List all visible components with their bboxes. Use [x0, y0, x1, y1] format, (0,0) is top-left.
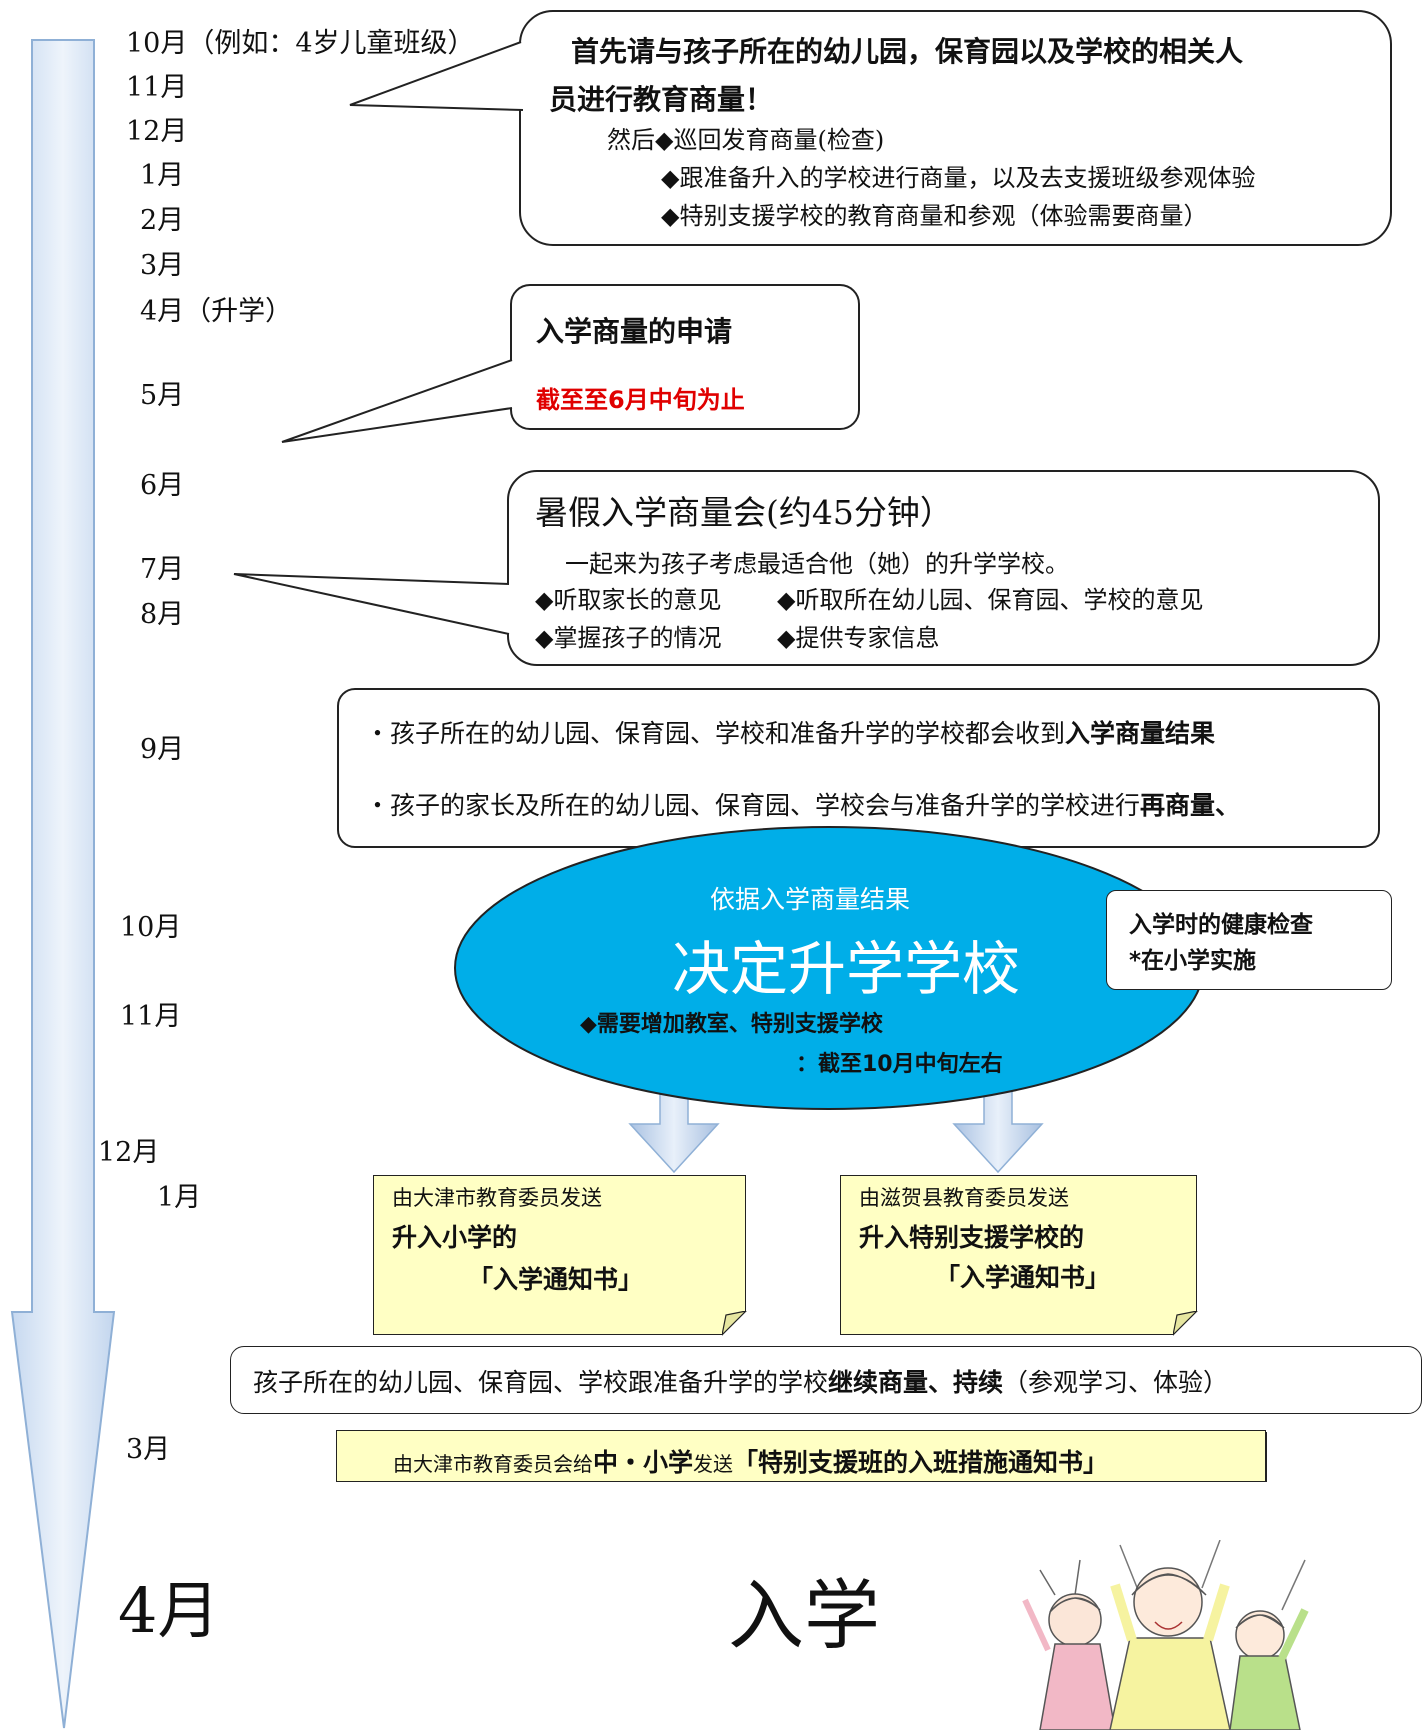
month-nov-2: 11月 [120, 1001, 182, 1032]
note-left-sender: 由大津市教育委员发送 [392, 1186, 602, 1210]
note-left-line1: 升入小学的 [392, 1223, 518, 1252]
application-deadline: 截至至6月中旬为止 [536, 386, 745, 414]
application-title: 入学商量的申请 [536, 315, 733, 348]
ellipse-main-text: 决定升学学校 [672, 935, 1021, 1003]
ellipse-item-text: ◆需要增加教室、特别支援学校 [580, 1012, 883, 1037]
results-line2: ・孩子的家长及所在的幼儿园、保育园、学校会与准备升学的学校进行再商量、 [365, 791, 1241, 820]
summer-item2: ◆听取所在幼儿园、保育园、学校的意见 [777, 586, 1204, 614]
month-mar-1: 3月 [140, 250, 185, 281]
callout-application: 入学商量的申请 截至至6月中旬为止 [510, 284, 860, 430]
results-line1: ・孩子所在的幼儿园、保育园、学校和准备升学的学校都会收到入学商量结果 [365, 719, 1216, 748]
month-sep: 9月 [140, 734, 185, 765]
month-jan-2: 1月 [157, 1182, 202, 1213]
callout-line3: ◆特别支援学校的教育商量和参观（体验需要商量） [661, 202, 1208, 230]
month-apr-1: 4月（升学） [140, 296, 293, 327]
continue-consult-box: 孩子所在的幼儿园、保育园、学校跟准备升学的学校继续商量、持续（参观学习、体验） [230, 1346, 1422, 1414]
notice-elementary-note: 由大津市教育委员发送 升入小学的 「入学通知书」 [373, 1175, 746, 1335]
month-jul: 7月 [140, 554, 185, 585]
note-left-fold [722, 1311, 747, 1336]
enrollment-label: 入学 [728, 1571, 880, 1660]
note-right-line2: 「入学通知书」 [935, 1263, 1111, 1292]
summer-item3: ◆掌握孩子的情况 [535, 624, 722, 652]
timeline-arrow [10, 39, 116, 1729]
summer-title: 暑假入学商量会(约45分钟） [535, 493, 953, 532]
month-dec-2: 12月 [98, 1137, 160, 1168]
month-oct-1: 10月（例如：4岁儿童班级） [126, 28, 475, 59]
summer-item4: ◆提供专家信息 [777, 624, 940, 652]
month-nov-1: 11月 [126, 72, 188, 103]
month-aug: 8月 [140, 599, 185, 630]
callout-education-consult: 首先请与孩子所在的幼儿园，保育园以及学校的相关人 员进行教育商量！ 然后◆巡回发… [519, 10, 1392, 246]
note-right-line1: 升入特别支援学校的 [859, 1223, 1085, 1252]
march-note-shadow [1265, 1432, 1267, 1482]
march-notice-text: 由大津市教育委员会给中・小学发送「特别支援班的入班措施通知书」 [393, 1448, 1109, 1477]
month-jun: 6月 [140, 470, 185, 501]
note-right-sender: 由滋贺县教育委员发送 [859, 1186, 1069, 1210]
health-line2: *在小学实施 [1129, 948, 1257, 974]
callout-title-line2: 员进行教育商量！ [549, 83, 774, 116]
march-notice: 由大津市教育委员会给中・小学发送「特别支援班的入班措施通知书」 [336, 1430, 1266, 1482]
month-oct-2: 10月 [120, 912, 182, 943]
continue-text: 孩子所在的幼儿园、保育园、学校跟准备升学的学校继续商量、持续（参观学习、体验） [253, 1368, 1229, 1397]
month-jan-1: 1月 [140, 160, 185, 191]
ellipse-top-text: 依据入学商量结果 [710, 885, 911, 914]
callout-title-line1: 首先请与孩子所在的幼儿园，保育园以及学校的相关人 [571, 35, 1244, 68]
summer-item1: ◆听取家长的意见 [535, 586, 722, 614]
note-right-fold [1173, 1311, 1198, 1336]
month-may: 5月 [140, 380, 185, 411]
down-arrow-left-icon [628, 1081, 720, 1174]
callout-summer-meeting: 暑假入学商量会(约45分钟） 一起来为孩子考虑最适合他（她）的升学学校。 ◆听取… [507, 470, 1380, 666]
month-dec-1: 12月 [126, 116, 188, 147]
month-mar-2: 3月 [126, 1434, 171, 1465]
results-box: ・孩子所在的幼儿园、保育园、学校和准备升学的学校都会收到入学商量结果 ・孩子的家… [337, 688, 1380, 848]
note-left-line2: 「入学通知书」 [468, 1265, 644, 1294]
callout-line2: ◆跟准备升入的学校进行商量，以及去支援班级参观体验 [661, 164, 1256, 192]
callout-line1: 然后◆巡回发育商量(检查) [607, 126, 885, 154]
summer-line1: 一起来为孩子考虑最适合他（她）的升学学校。 [565, 550, 1069, 578]
ellipse-deadline-text: ：截至10月中旬左右 [796, 1052, 1003, 1077]
month-feb-1: 2月 [140, 205, 185, 236]
notice-special-school-note: 由滋贺县教育委员发送 升入特别支援学校的 「入学通知书」 [840, 1175, 1197, 1335]
down-arrow-right-icon [952, 1081, 1044, 1174]
health-line1: 入学时的健康检查 [1129, 912, 1313, 938]
children-illustration [1022, 1540, 1309, 1730]
health-check-box: 入学时的健康检查 *在小学实施 [1106, 890, 1392, 990]
month-apr-2: 4月 [118, 1574, 220, 1647]
